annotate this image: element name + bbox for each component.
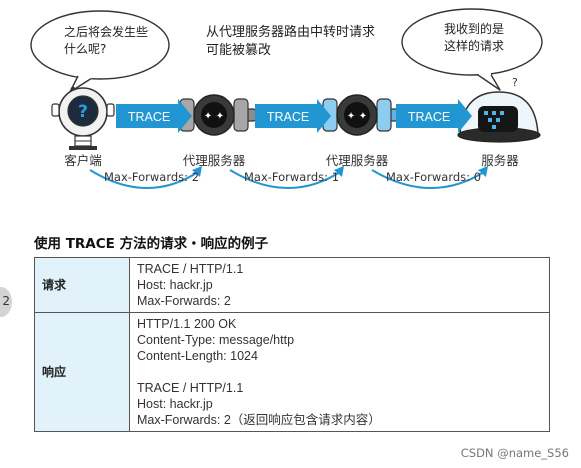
trace-arrow-label: TRACE [267, 110, 309, 124]
page-number: 2 [0, 287, 12, 317]
server-bubble-line: 这样的请求 [444, 39, 505, 53]
max-forwards-curve [229, 169, 341, 189]
response-content: HTTP/1.1 200 OK Content-Type: message/ht… [129, 312, 550, 432]
caption-line: 可能被篡改 [206, 43, 272, 58]
trace-arrow-shape [396, 99, 472, 133]
table-row: 请求 TRACE / HTTP/1.1 Host: hackr.jp Max-F… [34, 257, 550, 313]
client-bubble-line: 之后将会发生些 [64, 25, 149, 39]
request-content: TRACE / HTTP/1.1 Host: hackr.jp Max-Forw… [129, 257, 550, 313]
max-forwards-label: Max-Forwards: 1 [244, 170, 340, 184]
table-row: 响应 HTTP/1.1 200 OK Content-Type: message… [34, 312, 550, 432]
row-header-response: 响应 [34, 312, 130, 432]
trace-arrow: TRACE [255, 99, 331, 133]
response-line: Content-Length: 1024 [137, 349, 258, 363]
max-forwards-arrow [89, 166, 202, 189]
client-bubble-line: 什么呢? [64, 42, 107, 56]
max-forwards-arrowhead [192, 166, 202, 177]
proxy-robot-icon: ✦ ✦ [314, 94, 400, 136]
max-forwards-arrowhead [478, 166, 488, 177]
row-header-request: 请求 [34, 257, 130, 313]
diagram-caption: 从代理服务器路由中转时请求 可能被篡改 [206, 24, 375, 60]
max-forwards-curve [371, 169, 485, 189]
trace-arrow: TRACE [396, 99, 472, 133]
server-bubble-text: 我收到的是 这样的请求 [444, 21, 504, 55]
response-line: Host: hackr.jp [137, 397, 213, 411]
server-speech-bubble [401, 8, 543, 91]
server-robot-icon: ? [457, 76, 541, 143]
node-label-server: 服务器 [481, 153, 519, 168]
max-forwards-label: Max-Forwards: 2 [104, 170, 200, 184]
trace-arrow-shape [116, 99, 192, 133]
node-label-client: 客户端 [64, 153, 102, 168]
max-forwards-arrow [371, 166, 488, 189]
max-forwards-label: Max-Forwards: 0 [386, 170, 482, 184]
svg-text:✦: ✦ [216, 111, 224, 122]
client-bubble-text: 之后将会发生些 什么呢? [64, 24, 148, 58]
response-line [137, 364, 543, 380]
max-forwards-arrow [229, 166, 344, 189]
node-label-proxy-2: 代理服务器 [325, 153, 389, 168]
server-bubble-line: 我收到的是 [444, 22, 505, 36]
svg-text:✦: ✦ [359, 111, 367, 122]
max-forwards-arrowhead [334, 166, 344, 177]
svg-text:?: ? [78, 102, 88, 122]
response-line: Max-Forwards: 2（返回响应包含请求内容） [137, 413, 381, 427]
watermark: CSDN @name_S56 [460, 446, 569, 460]
request-line: TRACE / HTTP/1.1 [137, 262, 244, 276]
client-speech-bubble [30, 10, 170, 93]
svg-text:✦: ✦ [347, 111, 355, 122]
request-response-table: 请求 TRACE / HTTP/1.1 Host: hackr.jp Max-F… [34, 257, 550, 432]
response-line: Content-Type: message/http [137, 333, 295, 347]
trace-arrow-shape [255, 99, 331, 133]
trace-arrow-label: TRACE [128, 110, 170, 124]
node-label-proxy-1: 代理服务器 [182, 153, 246, 168]
max-forwards-curve [89, 169, 199, 189]
response-line: HTTP/1.1 200 OK [137, 317, 237, 331]
svg-text:✦: ✦ [204, 111, 212, 122]
trace-arrow-label: TRACE [408, 110, 450, 124]
request-line: Host: hackr.jp [137, 278, 213, 292]
trace-arrow: TRACE [116, 99, 192, 133]
request-line: Max-Forwards: 2 [137, 294, 231, 308]
caption-line: 从代理服务器路由中转时请求 [206, 25, 376, 40]
client-robot-icon: ? [51, 86, 115, 150]
page-number-text: 2 [2, 294, 10, 308]
trace-diagram: ? ✦ ✦ ✦ ✦ ? TRACE TRACE TRACE [30, 8, 543, 189]
response-line: TRACE / HTTP/1.1 [137, 381, 244, 395]
section-title: 使用 TRACE 方法的请求・响应的例子 [34, 236, 269, 252]
svg-text:?: ? [512, 76, 518, 89]
